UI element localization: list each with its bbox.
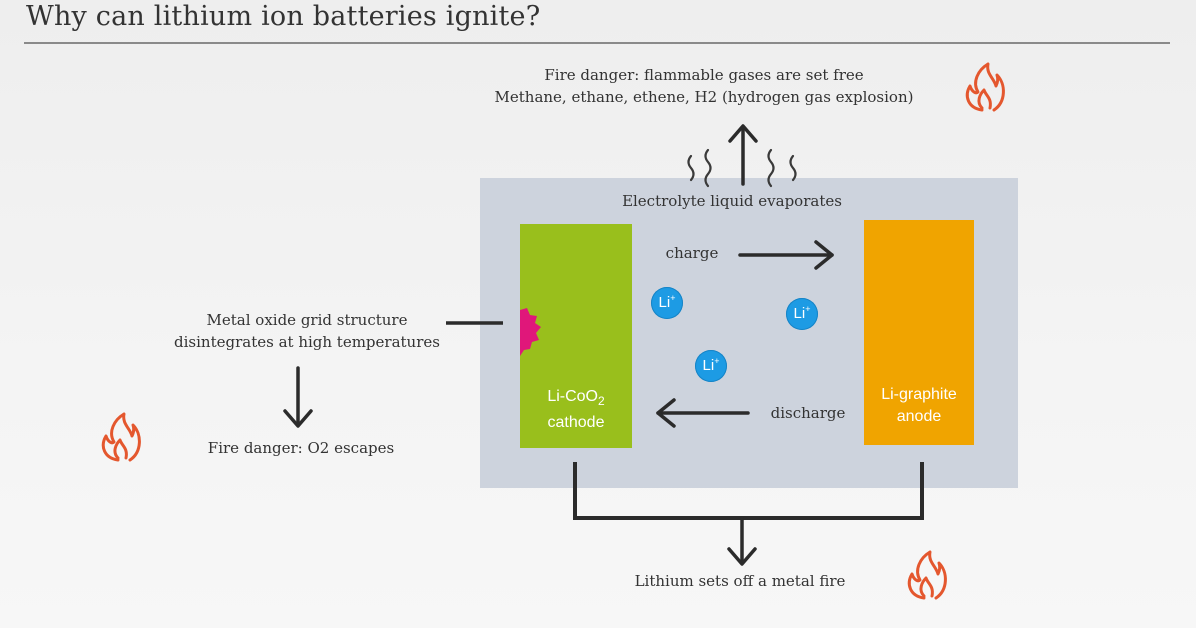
page-title: Why can lithium ion batteries ignite? bbox=[26, 1, 541, 32]
damage-marker bbox=[520, 308, 541, 356]
electrolyte-label: Electrolyte liquid evaporates bbox=[622, 192, 842, 210]
discharge-label: discharge bbox=[770, 404, 846, 422]
anode-label-line1: Li-graphite bbox=[881, 386, 957, 403]
arrow-up-icon bbox=[728, 124, 758, 186]
left-fire-note: Fire danger: O2 escapes bbox=[207, 439, 395, 457]
flame-icon bbox=[907, 550, 947, 600]
heat-wave-icon bbox=[687, 148, 797, 188]
flame-icon bbox=[101, 412, 141, 462]
cathode-label: Li-CoO2 cathode bbox=[520, 386, 632, 434]
anode-electrode bbox=[864, 220, 974, 445]
arrow-left-icon bbox=[656, 398, 750, 428]
anode-label-line2: anode bbox=[896, 408, 942, 425]
bottom-fire-note: Lithium sets off a metal fire bbox=[634, 572, 846, 590]
bottom-connector bbox=[573, 462, 924, 520]
left-note-line1: Metal oxide grid structure bbox=[206, 311, 408, 329]
lithium-ion: Li+ bbox=[651, 287, 683, 319]
anode-label: Li-graphite anode bbox=[854, 384, 984, 428]
title-divider bbox=[24, 42, 1170, 44]
cathode-label-line1: Li-CoO bbox=[547, 388, 598, 405]
flame-icon bbox=[965, 62, 1005, 112]
left-structure-note: Metal oxide grid structure disintegrates… bbox=[156, 309, 458, 353]
cathode-electrode bbox=[520, 224, 632, 448]
arrow-right-icon bbox=[738, 240, 834, 270]
top-note-line2: Methane, ethane, ethene, H2 (hydrogen ga… bbox=[494, 88, 914, 106]
top-note-line1: Fire danger: flammable gases are set fre… bbox=[544, 66, 864, 84]
charge-label: charge bbox=[665, 244, 719, 262]
lithium-ion: Li+ bbox=[786, 298, 818, 330]
lithium-ion: Li+ bbox=[695, 350, 727, 382]
arrow-down-icon bbox=[283, 366, 313, 428]
arrow-down-icon bbox=[727, 516, 757, 566]
left-note-line2: disintegrates at high temperatures bbox=[174, 333, 440, 351]
top-fire-note: Fire danger: flammable gases are set fre… bbox=[452, 64, 956, 108]
cathode-label-subscript: 2 bbox=[598, 394, 605, 409]
cathode-label-line2: cathode bbox=[547, 414, 605, 432]
